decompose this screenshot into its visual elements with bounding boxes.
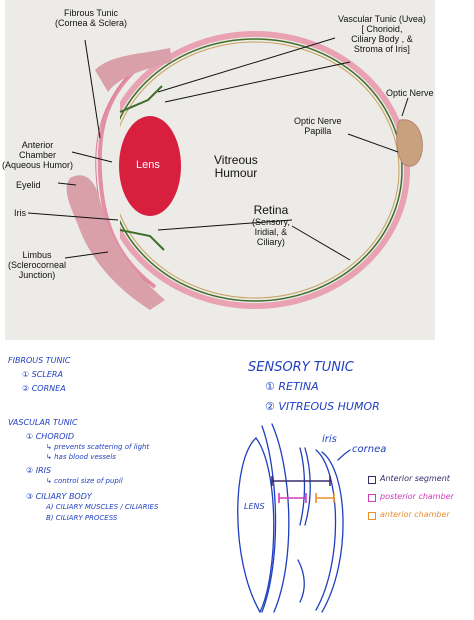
iris-lower xyxy=(119,229,165,251)
vascular-text-3: Ciliary Body , & xyxy=(351,34,413,44)
optic-papilla-text-2: Papilla xyxy=(304,126,332,136)
notes-fibrous-1: ① SCLERA xyxy=(22,370,63,379)
sketch-iris-label: iris xyxy=(322,434,337,445)
sketch-lens-label: LENS xyxy=(244,502,265,511)
legend-anterior-chamber: anterior chamber xyxy=(380,510,450,519)
retina-text-3: Iridial, & xyxy=(254,227,288,237)
limbus-text-2: (Sclerocorneal xyxy=(8,260,67,270)
eyelid-lower xyxy=(66,175,165,310)
limbus-text-1: Limbus xyxy=(22,250,52,260)
fibrous-tunic-sub-text: (Cornea & Sclera) xyxy=(55,18,128,28)
vitreous-text-2: Humour xyxy=(214,166,258,180)
notes-sensory-2: ② VITREOUS HUMOR xyxy=(265,400,380,413)
sketch-globe-curve-2 xyxy=(271,423,290,613)
notes-vascular-title: VASCULAR TUNIC xyxy=(8,418,78,427)
notes-vascular-2a: ↳ control size of pupil xyxy=(46,477,123,485)
sketch-globe-curve-1 xyxy=(261,425,277,613)
notes-vascular-1a: ↳ prevents scattering of light xyxy=(46,443,150,451)
notes-vascular-3b: B) CILIARY PROCESS xyxy=(46,514,118,522)
notes-vascular-2: ② IRIS xyxy=(26,466,52,475)
notes-vascular-1b: ↳ has blood vessels xyxy=(46,453,116,461)
iris-text: Iris xyxy=(14,208,26,218)
notes-sensory-1: ① RETINA xyxy=(265,380,319,393)
notes-sensory-title: SENSORY TUNIC xyxy=(248,360,354,375)
eyelid-upper xyxy=(95,48,172,92)
label-anterior-chamber: Anterior Chamber (Aqueous Humor) xyxy=(2,140,73,170)
anterior-text-1: Anterior xyxy=(21,140,54,150)
label-limbus: Limbus (Sclerocorneal Junction) xyxy=(8,250,66,280)
label-retina: Retina (Sensory, Iridial, & Ciliary) xyxy=(252,203,290,248)
retina-text-4: Ciliary) xyxy=(256,237,285,247)
vascular-text-2: [ Chorioid, xyxy=(361,24,403,34)
notes-fibrous-title: FIBROUS TUNIC xyxy=(8,356,71,365)
eyelid-text: Eyelid xyxy=(16,180,41,190)
notes-fibrous-2: ② CORNEA xyxy=(22,384,66,393)
legend-key-posterior-chamber xyxy=(368,494,376,502)
label-optic-nerve: Optic Nerve xyxy=(386,88,434,98)
anterior-text-3: (Aqueous Humor) xyxy=(2,160,74,170)
sketch-iris xyxy=(299,447,306,526)
lens-shape xyxy=(119,116,181,216)
legend-key-anterior-segment xyxy=(368,476,376,484)
optic-nerve-shape xyxy=(396,119,423,167)
vascular-text-1: Vascular Tunic (Uvea) xyxy=(338,14,426,24)
label-optic-papilla: Optic Nerve Papilla xyxy=(294,116,342,136)
label-eyelid: Eyelid xyxy=(16,180,41,190)
label-lens: Lens xyxy=(136,159,160,171)
legend-posterior-chamber: posterior chamber xyxy=(380,492,454,501)
anterior-text-2: Chamber xyxy=(19,150,57,160)
legend-key-anterior-chamber xyxy=(368,512,376,520)
limbus-text-3: Junction) xyxy=(18,270,56,280)
anterior-segment-marker xyxy=(271,476,331,486)
iris-upper xyxy=(119,85,163,113)
sketch-cornea-label: cornea xyxy=(352,444,387,455)
label-vascular-tunic: Vascular Tunic (Uvea) [ Chorioid, Ciliar… xyxy=(338,14,426,54)
sketch-cornea xyxy=(315,449,337,611)
retina-text-1: Retina xyxy=(253,203,289,217)
label-fibrous-tunic: Fibrous Tunic (Cornea & Sclera) xyxy=(55,8,127,28)
optic-papilla-text-1: Optic Nerve xyxy=(294,116,342,126)
notes-vascular-3: ③ CILIARY BODY xyxy=(26,492,92,501)
sketch-lens-outline xyxy=(237,437,275,614)
legend-anterior-segment: Anterior segment xyxy=(380,474,450,483)
label-iris: Iris xyxy=(14,208,26,218)
label-vitreous-humour: Vitreous Humour xyxy=(214,154,258,180)
notes-vascular-3a: A) CILIARY MUSCLES / CILIARIES xyxy=(46,503,159,511)
notes-vascular-1: ① CHOROID xyxy=(26,432,74,441)
lens-text: Lens xyxy=(136,159,160,171)
vitreous-text-1: Vitreous xyxy=(214,153,258,167)
vascular-text-4: Stroma of Iris] xyxy=(353,44,410,54)
fibrous-tunic-text: Fibrous Tunic xyxy=(64,8,119,18)
retina-text-2: (Sensory, xyxy=(252,217,290,227)
optic-nerve-text: Optic Nerve xyxy=(386,88,434,98)
posterior-chamber-marker xyxy=(278,493,307,503)
anterior-chamber-marker xyxy=(315,493,335,503)
